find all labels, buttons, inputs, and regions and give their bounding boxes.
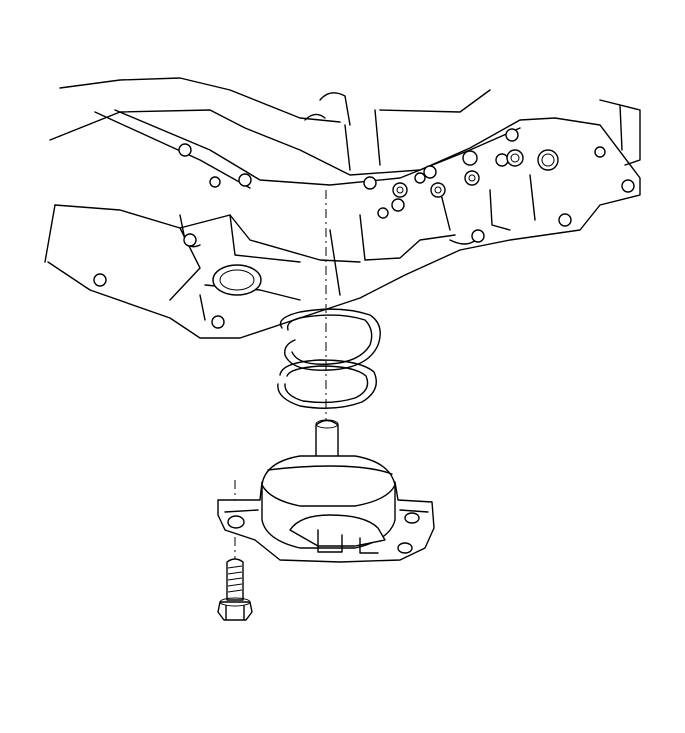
bolt-icon <box>217 558 253 621</box>
seal-ring-upper-icon <box>279 308 381 371</box>
seal-ring-lower-icon <box>277 359 377 409</box>
transmission-case-icon <box>44 77 641 339</box>
cover-housing-icon <box>217 419 435 563</box>
